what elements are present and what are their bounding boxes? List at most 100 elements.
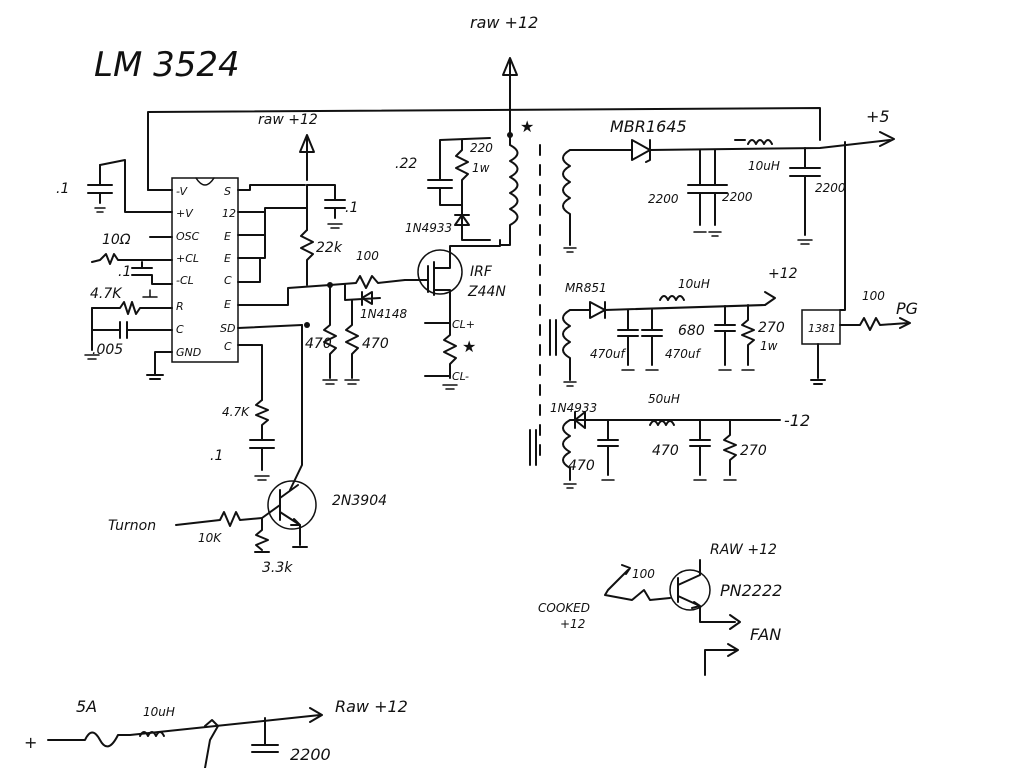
wire-input	[47, 707, 323, 748]
label-c-470uf: 470uf	[590, 347, 627, 361]
junction-primary	[507, 132, 513, 138]
raw-ic-arrow	[299, 134, 315, 181]
resistor-270	[741, 304, 755, 366]
transformer-secondary-5v	[562, 149, 577, 253]
diode-1n4933a	[454, 204, 491, 241]
label-c-22: .22	[395, 156, 417, 172]
raw-top-label: raw +12	[470, 13, 538, 32]
raw-ic-label: raw +12	[258, 112, 318, 128]
lm3524-ic	[171, 177, 239, 363]
label-plus-in: +	[24, 733, 37, 752]
label-ic-1381: 1381	[808, 322, 836, 335]
pin-gnd: GND	[176, 346, 201, 359]
inductor-10uh2	[659, 295, 685, 301]
pin-e2: E	[224, 252, 231, 265]
diode-input	[204, 719, 219, 768]
capacitor-470c	[597, 419, 619, 476]
ic-left-pins: -V +V OSC +CL -CL R C GND	[176, 185, 201, 359]
label-l-10uh3: 10uH	[143, 705, 175, 719]
label-r-270: 270	[758, 320, 785, 336]
label-cooked-a: COOKED	[538, 601, 590, 615]
label-c-2200b: 2200	[722, 190, 753, 204]
resistor-220	[455, 139, 469, 206]
label-q-irf-a: IRF	[470, 264, 493, 280]
fan-return-arrow	[704, 643, 739, 676]
label-c-470c: 470	[568, 458, 595, 474]
transformer-secondary-minus12v	[529, 419, 577, 489]
inductor-10uh	[734, 139, 773, 145]
label-fan: FAN	[750, 625, 781, 644]
capacitor-c-left	[87, 164, 113, 213]
diode-1n4933b	[569, 411, 781, 429]
label-pg: PG	[896, 299, 918, 318]
ground-470s	[322, 379, 360, 385]
ic-1381	[801, 309, 841, 345]
label-l-10uh2: 10uH	[678, 277, 710, 291]
ground-c	[84, 354, 100, 360]
label-r-r: 4.7K	[90, 286, 123, 302]
transistor-2n3904	[267, 480, 317, 530]
schematic-title: LM 3524	[94, 45, 240, 85]
capacitor-2200d	[251, 717, 279, 753]
label-star-a: ★	[462, 337, 476, 356]
label-d-mr851: MR851	[565, 281, 607, 295]
resistor-470a	[323, 284, 337, 379]
label-r-osc: 10Ω	[102, 232, 131, 248]
resistor-osc	[91, 253, 173, 265]
label-r-fan100: 100	[632, 567, 655, 581]
label-r-1w: 1w	[472, 161, 490, 175]
transformer-primary	[499, 134, 519, 246]
label-c-2200c: 2200	[815, 181, 846, 195]
label-d-1n4933a: 1N4933	[405, 221, 452, 235]
wire-e3	[237, 284, 331, 306]
pin-12: 12	[222, 207, 236, 220]
plus5-arrow	[879, 131, 895, 147]
diode-1n4148	[344, 284, 381, 306]
label-c-top: .1	[345, 200, 358, 216]
label-q-irf-b: Z44N	[467, 284, 506, 300]
capacitor-2200c	[789, 147, 821, 236]
pin-c2: C	[224, 340, 232, 353]
label-r-10k: 10K	[198, 531, 222, 545]
capacitor-2200a	[687, 149, 713, 226]
ground-cl	[142, 289, 158, 298]
label-r-270w: 1w	[760, 339, 778, 353]
label-c-2200d: 2200	[290, 745, 331, 764]
label-c-c: .005	[92, 342, 123, 358]
label-d-mbr: MBR1645	[610, 117, 687, 136]
ground-1381	[810, 343, 826, 385]
junction-sd	[304, 322, 310, 328]
label-r-47k: 4.7K	[222, 405, 250, 419]
label-cl-plus: CL+	[452, 318, 475, 331]
pin-s: S	[224, 185, 231, 198]
resistor-sense	[443, 319, 457, 379]
label-q-2n3904: 2N3904	[332, 493, 387, 509]
wire-e-tie	[237, 211, 266, 259]
pin-e1: E	[224, 230, 231, 243]
pin-sd: SD	[220, 322, 235, 335]
junction-gate	[327, 282, 333, 288]
label-c-left: .1	[56, 181, 69, 197]
transformer-secondary-12v	[549, 309, 577, 387]
rc-soft-start	[249, 399, 275, 471]
resistor-33k	[254, 517, 270, 553]
wire-plus-v	[99, 159, 173, 213]
wire-s	[237, 184, 306, 191]
ic-right-pins: S 12 E E C E SD C	[220, 185, 236, 353]
pin-osc: OSC	[176, 230, 200, 243]
fan-arrow	[729, 614, 741, 630]
plus5-label: +5	[866, 107, 890, 126]
label-cooked-b: +12	[560, 617, 585, 631]
wire-cl	[424, 322, 451, 377]
label-r-33k: 3.3k	[262, 560, 293, 576]
raw-bottom-label: Raw +12	[335, 697, 408, 716]
label-r-pg100: 100	[862, 289, 885, 303]
label-c-470d: 470	[652, 443, 679, 459]
label-c-cl: .1	[118, 264, 131, 280]
ground-top	[327, 223, 343, 229]
label-c-p1: .1	[210, 448, 223, 464]
diode-mbr1645	[569, 139, 891, 163]
label-star-b: ★	[520, 117, 534, 136]
label-c-2200a: 2200	[648, 192, 679, 206]
